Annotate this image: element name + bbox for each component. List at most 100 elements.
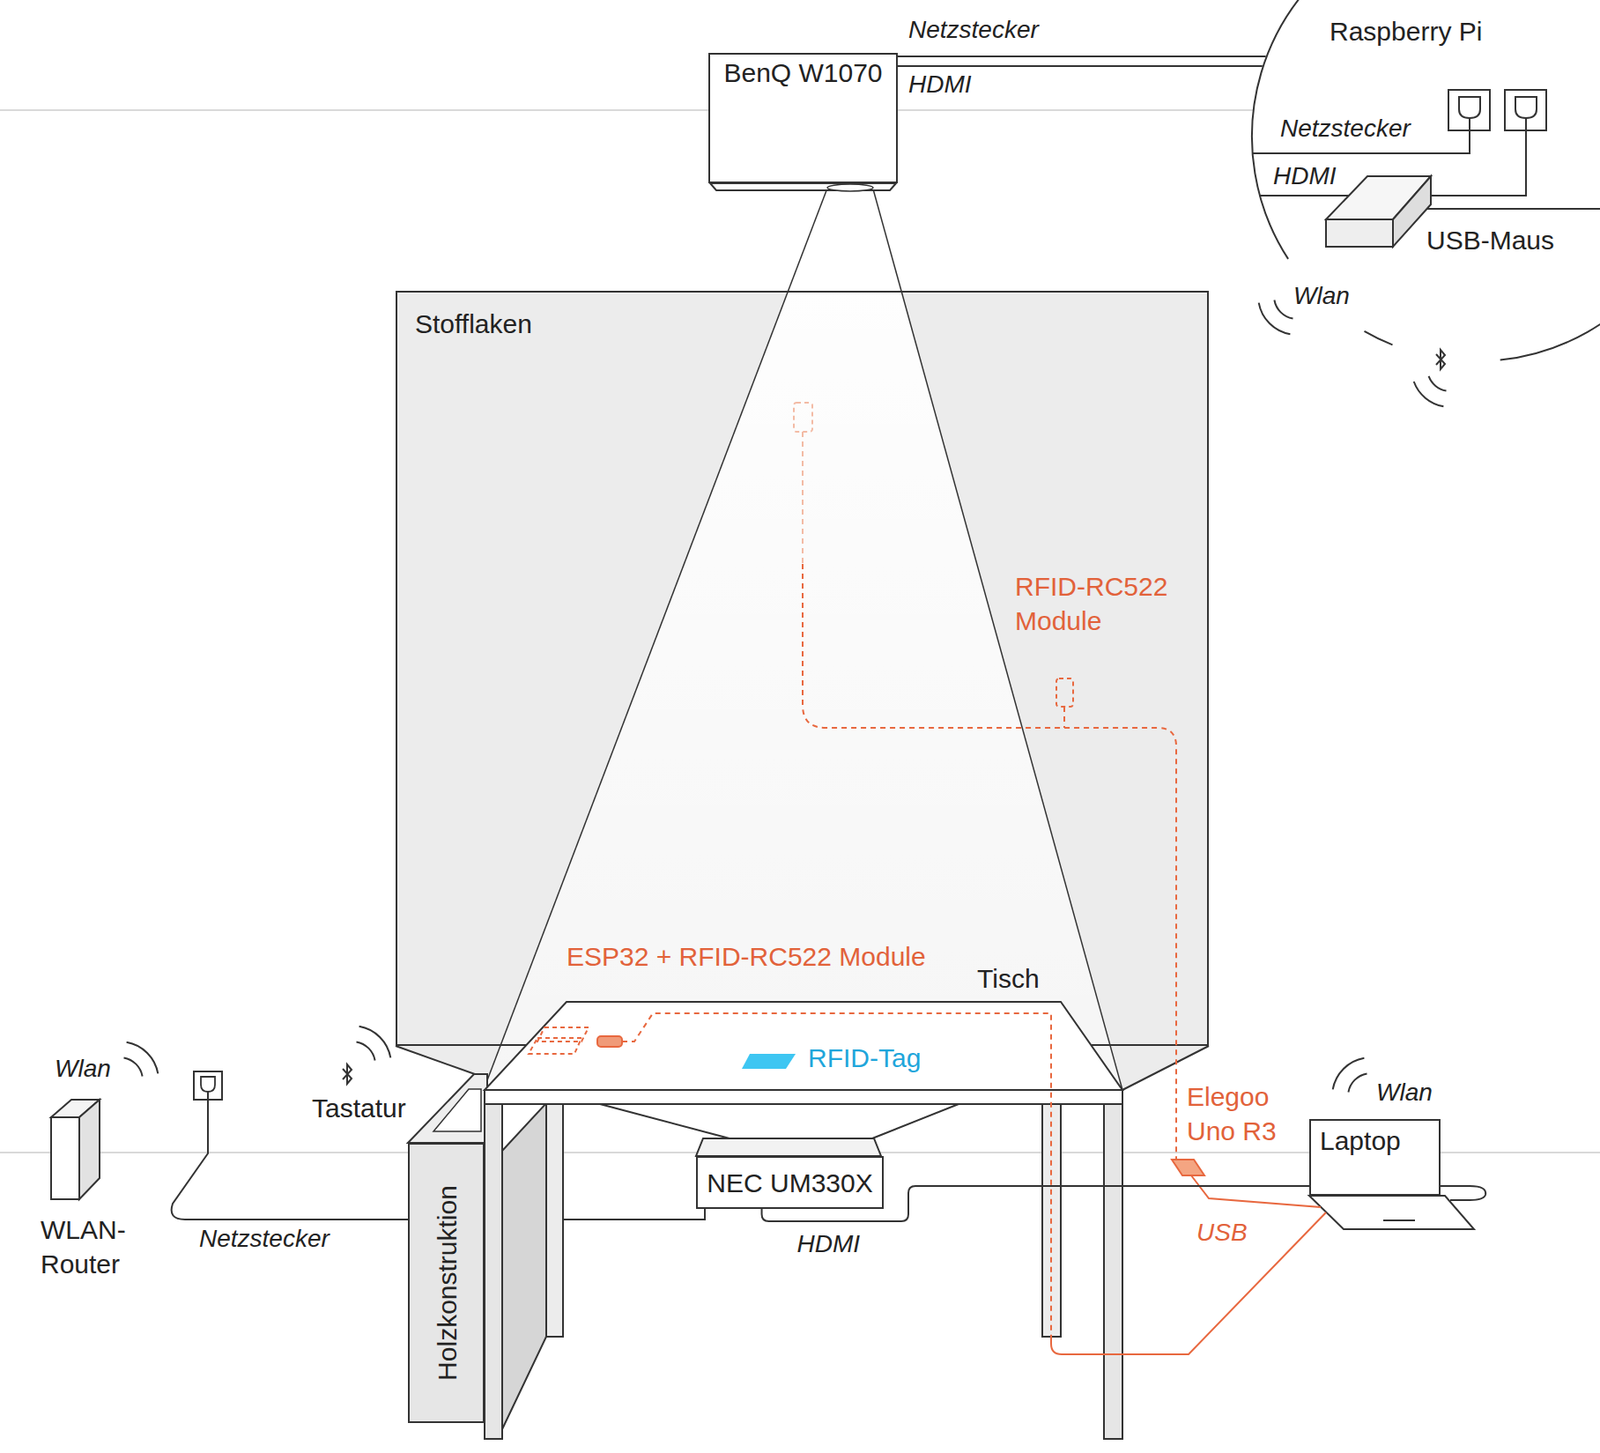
esp32-module — [528, 1013, 1052, 1337]
node-text-holder: Holzkonstruktion — [429, 1185, 464, 1381]
wood-frame-box: Holzkonstruktion — [407, 1142, 485, 1423]
wifi-symbol — [1259, 303, 1291, 335]
wifi-symbol — [124, 1057, 143, 1076]
node-label: Holzkonstruktion — [429, 1185, 464, 1381]
node-text-holder: Laptop — [1319, 1123, 1401, 1158]
projector-box: NEC UM330X — [696, 1155, 884, 1209]
edge-label-holder: HDMI — [797, 1228, 861, 1260]
label-holder: USB-Maus — [1426, 222, 1555, 258]
projector-beam — [872, 185, 1123, 1090]
rfid-wire — [793, 402, 813, 432]
raspberry-pi-board — [1325, 176, 1431, 247]
wireless-label: Wlan — [1376, 1076, 1433, 1108]
bluetooth-symbol — [356, 1041, 376, 1060]
wifi-symbol — [1274, 300, 1293, 319]
projector-top-face — [696, 1138, 882, 1156]
projector-beam — [487, 185, 829, 1081]
laptop-box: Laptop — [1309, 1118, 1441, 1196]
bluetooth-symbol — [342, 1064, 352, 1084]
module-label: RFID-RC522 Module — [1014, 569, 1209, 638]
esp32-module — [528, 1037, 582, 1054]
label-holder: USB — [1196, 1216, 1248, 1248]
table — [600, 1103, 730, 1139]
raspberry-pi-board — [1392, 176, 1431, 247]
label-holder: RFID-RC522 Module — [1014, 569, 1209, 638]
node-label: NEC UM330X — [697, 1165, 882, 1200]
table — [872, 1103, 959, 1139]
pi-wiring — [1515, 96, 1537, 119]
module-label: ESP32 + RFID-RC522 Module — [566, 939, 926, 974]
node-label: BenQ W1070 — [710, 55, 897, 90]
label-holder: Wlan — [1293, 280, 1350, 312]
screen-cloth-edge — [1091, 1044, 1209, 1046]
node-label: Raspberry Pi — [1329, 14, 1482, 49]
projector-beam — [487, 185, 1123, 1090]
wood-frame-side — [502, 1103, 547, 1430]
node-label: Stofflaken — [414, 306, 533, 341]
guide-line — [0, 110, 1600, 1153]
wall-socket — [200, 1076, 215, 1092]
wifi-symbol — [126, 1042, 159, 1075]
rfid-wire — [1063, 706, 1066, 728]
wireless-label: Wlan — [1293, 280, 1350, 312]
pi-wiring — [1251, 118, 1470, 154]
screen-cloth: Stofflaken — [395, 290, 1209, 1046]
laptop-base — [1440, 1185, 1486, 1200]
cable-line — [897, 55, 1267, 58]
label-holder: Tisch — [977, 961, 1040, 996]
wifi-symbol — [124, 300, 1368, 1093]
module-label: Elegoo Uno R3 — [1186, 1079, 1302, 1149]
usb-cable — [1051, 1159, 1326, 1355]
cable-line — [897, 65, 1263, 67]
raspberry-pi-circle: Raspberry Pi — [1251, 0, 1600, 363]
bluetooth-symbol — [1414, 381, 1445, 407]
device-label: Tastatur — [311, 1090, 407, 1126]
screen-cloth-edge — [395, 1044, 526, 1046]
projector-lens — [827, 184, 874, 192]
label-holder: RFID-Tag — [807, 1040, 921, 1075]
bluetooth-symbol — [359, 1026, 392, 1059]
node-text-holder: NEC UM330X — [697, 1165, 882, 1200]
usb-cable — [1191, 1175, 1321, 1208]
label-holder: Tastatur — [311, 1090, 407, 1126]
pi-wiring — [1459, 96, 1481, 119]
cable-label: Netzstecker — [199, 1222, 330, 1254]
cable-label: Netzstecker — [908, 14, 1039, 45]
wireless-label: Wlan — [54, 1052, 112, 1084]
rfid-tag — [741, 1053, 796, 1069]
projector-lens — [710, 183, 897, 192]
projector-beam — [487, 185, 1123, 1090]
wifi-symbol — [1348, 1073, 1367, 1092]
pi-wiring — [1420, 207, 1600, 210]
label-holder: HDMI — [1273, 160, 1337, 192]
cable-label: HDMI — [1273, 160, 1337, 192]
wood-frame-side — [433, 1088, 482, 1132]
bluetooth-symbol — [1429, 376, 1447, 392]
esp32-module — [537, 1027, 589, 1042]
label-holder: ESP32 + RFID-RC522 Module — [566, 939, 926, 974]
esp32-module — [597, 1036, 623, 1047]
table — [484, 1001, 1123, 1090]
screen-cloth-edge — [1122, 1045, 1209, 1090]
bluetooth-symbol — [342, 349, 1447, 1084]
cable-label: HDMI — [797, 1228, 861, 1260]
cable-label: Netzstecker — [1280, 112, 1411, 144]
node-text-holder: Stofflaken — [414, 306, 533, 341]
label-holder: Wlan — [1376, 1076, 1433, 1108]
cable-label: HDMI — [908, 68, 972, 100]
rfid-wire — [801, 431, 804, 564]
device-label: USB-Maus — [1426, 222, 1555, 258]
pi-wiring — [1259, 194, 1349, 197]
table — [484, 1089, 1123, 1104]
label-holder: Netzstecker — [1280, 112, 1411, 144]
table — [546, 1103, 563, 1337]
pi-wiring — [1430, 118, 1526, 196]
edge-label-holder: HDMI — [908, 68, 972, 100]
projector-lens — [710, 183, 897, 191]
raspberry-pi-board — [1325, 219, 1393, 247]
label-holder: Wlan — [54, 1052, 112, 1084]
